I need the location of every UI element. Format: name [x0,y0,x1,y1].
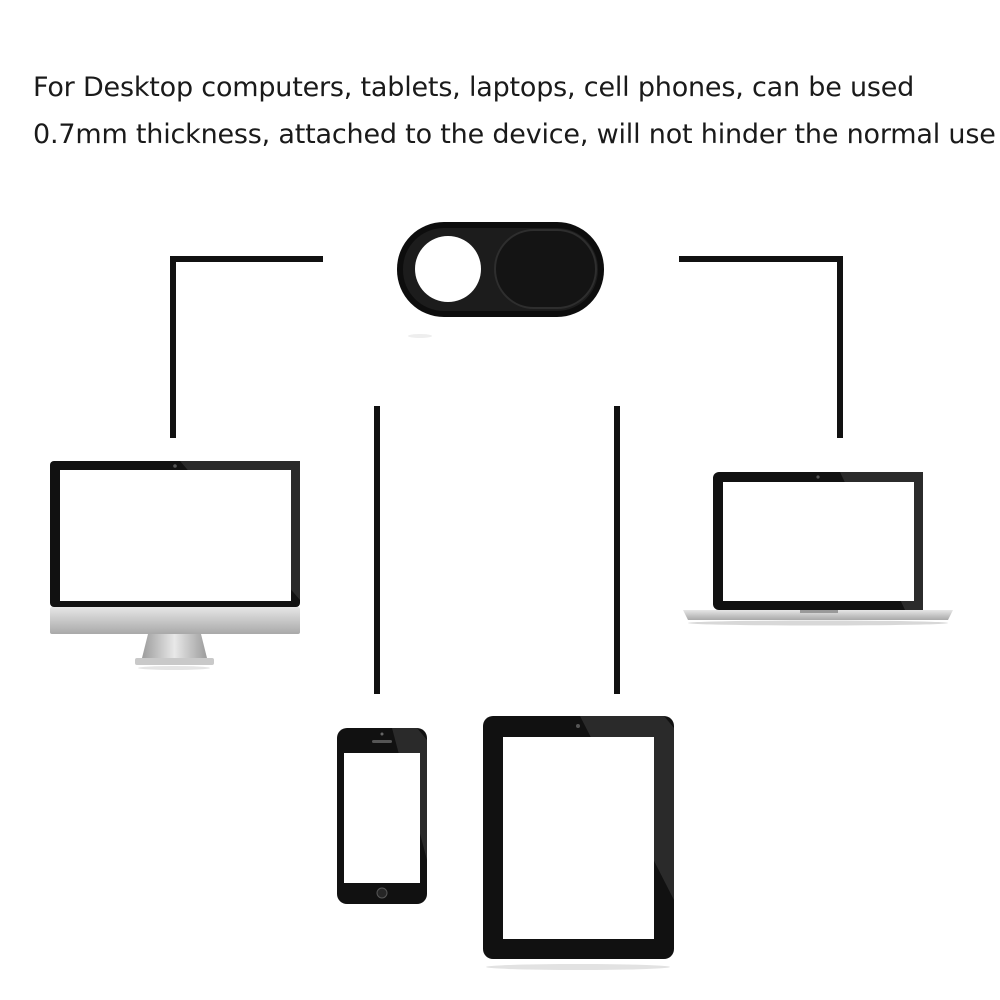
caption-line-2: 0.7mm thickness, attached to the device,… [33,119,996,150]
connector-left [170,256,323,438]
connector-right [679,256,843,438]
tablet-icon [483,716,674,970]
smartphone-icon [337,728,427,904]
desktop-monitor-icon [50,461,300,670]
connector-lines [170,256,843,694]
caption-line-1: For Desktop computers, tablets, laptops,… [33,72,915,103]
webcam-cover-slider-icon [397,222,604,338]
laptop-icon [683,472,953,626]
